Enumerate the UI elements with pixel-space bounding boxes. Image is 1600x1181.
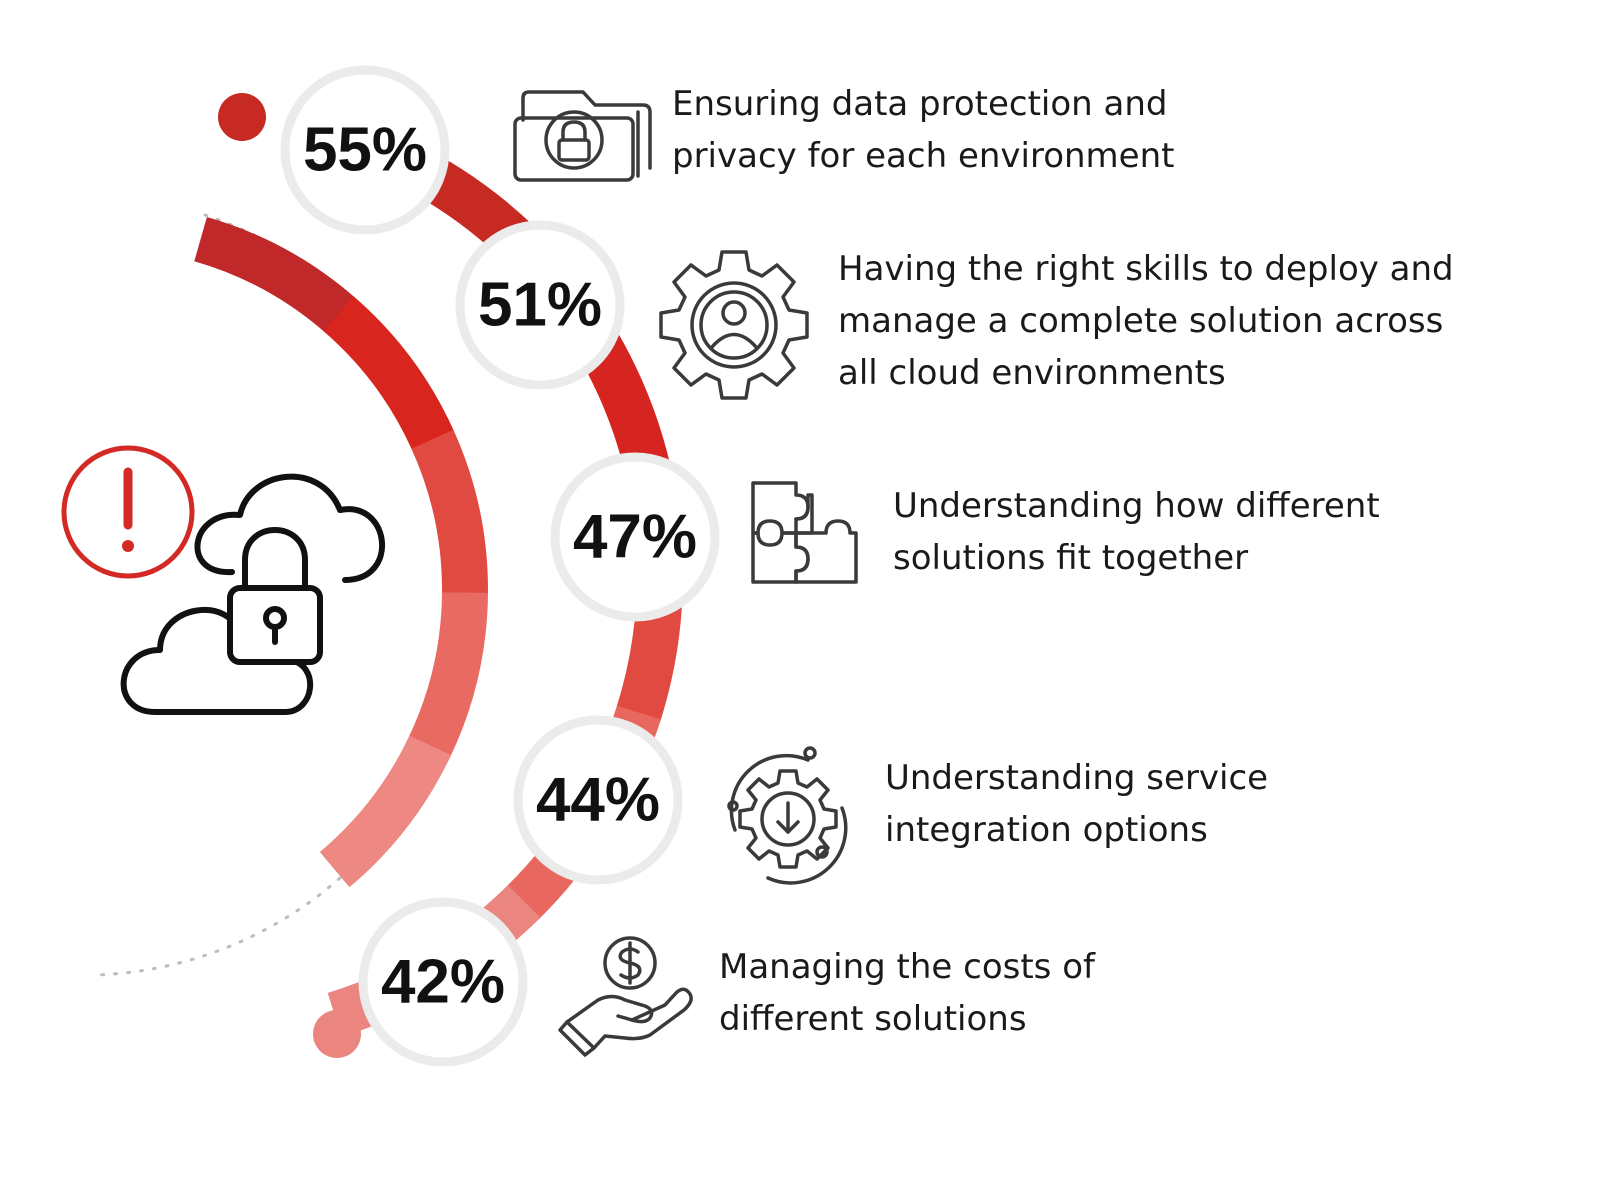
percent-badge-5: 42% [358, 897, 528, 1067]
badge-circle [358, 897, 528, 1067]
inner-arc-segment-4 [408, 592, 488, 758]
hand-dollar-icon [558, 936, 693, 1057]
label-line: all cloud environments [838, 353, 1226, 393]
label-line: Understanding service [885, 758, 1269, 798]
padlock-icon [227, 527, 323, 665]
percent-value: 44% [536, 766, 660, 835]
label-line: privacy for each environment [672, 136, 1175, 176]
label-line: integration options [885, 810, 1208, 850]
item-label-3: Understanding how different solutions fit… [893, 480, 1380, 584]
item-label-4: Understanding service integration options [885, 752, 1268, 856]
label-line: Understanding how different [893, 486, 1380, 526]
cloud-lock-alert-icon [61, 445, 385, 715]
inner-arc-segment-5 [319, 735, 452, 888]
folder-lock-icon [513, 90, 652, 182]
badge-circle [513, 715, 683, 885]
label-line: Managing the costs of [719, 947, 1095, 987]
cloud-front-icon [120, 607, 314, 715]
badge-circle [280, 65, 450, 235]
badge-circle [550, 452, 720, 622]
badge-circle [455, 220, 625, 390]
percent-value: 55% [303, 116, 427, 185]
label-line: Having the right skills to deploy and [838, 249, 1454, 289]
outer-arc-end-cap [313, 1010, 361, 1058]
inner-arc-segment-3 [411, 429, 488, 596]
cloud-back-icon [194, 473, 385, 583]
gear-user-icon [659, 250, 809, 400]
label-line: different solutions [719, 999, 1027, 1039]
percent-badge-3: 47% [550, 452, 720, 622]
item-label-1: Ensuring data protection and privacy for … [672, 78, 1174, 182]
inner-arc-segment-2 [323, 296, 455, 452]
percent-value: 51% [478, 271, 602, 340]
puzzle-icon [751, 481, 858, 584]
percent-badge-4: 44% [513, 715, 683, 885]
gear-download-icon [727, 746, 848, 885]
inner-progress-arc [193, 217, 488, 888]
label-line: Ensuring data protection and [672, 84, 1168, 124]
item-label-5: Managing the costs of different solutions [719, 941, 1095, 1045]
label-line: manage a complete solution across [838, 301, 1444, 341]
item-label-2: Having the right skills to deploy and man… [838, 243, 1454, 399]
inner-arc-segment-1 [193, 217, 356, 333]
percent-badge-1: 55% [280, 65, 450, 235]
outer-arc-start-cap [218, 93, 266, 141]
alert-icon [61, 445, 195, 579]
percent-badge-2: 51% [455, 220, 625, 390]
percent-value: 42% [381, 948, 505, 1017]
percent-value: 47% [573, 503, 697, 572]
label-line: solutions fit together [893, 538, 1249, 578]
